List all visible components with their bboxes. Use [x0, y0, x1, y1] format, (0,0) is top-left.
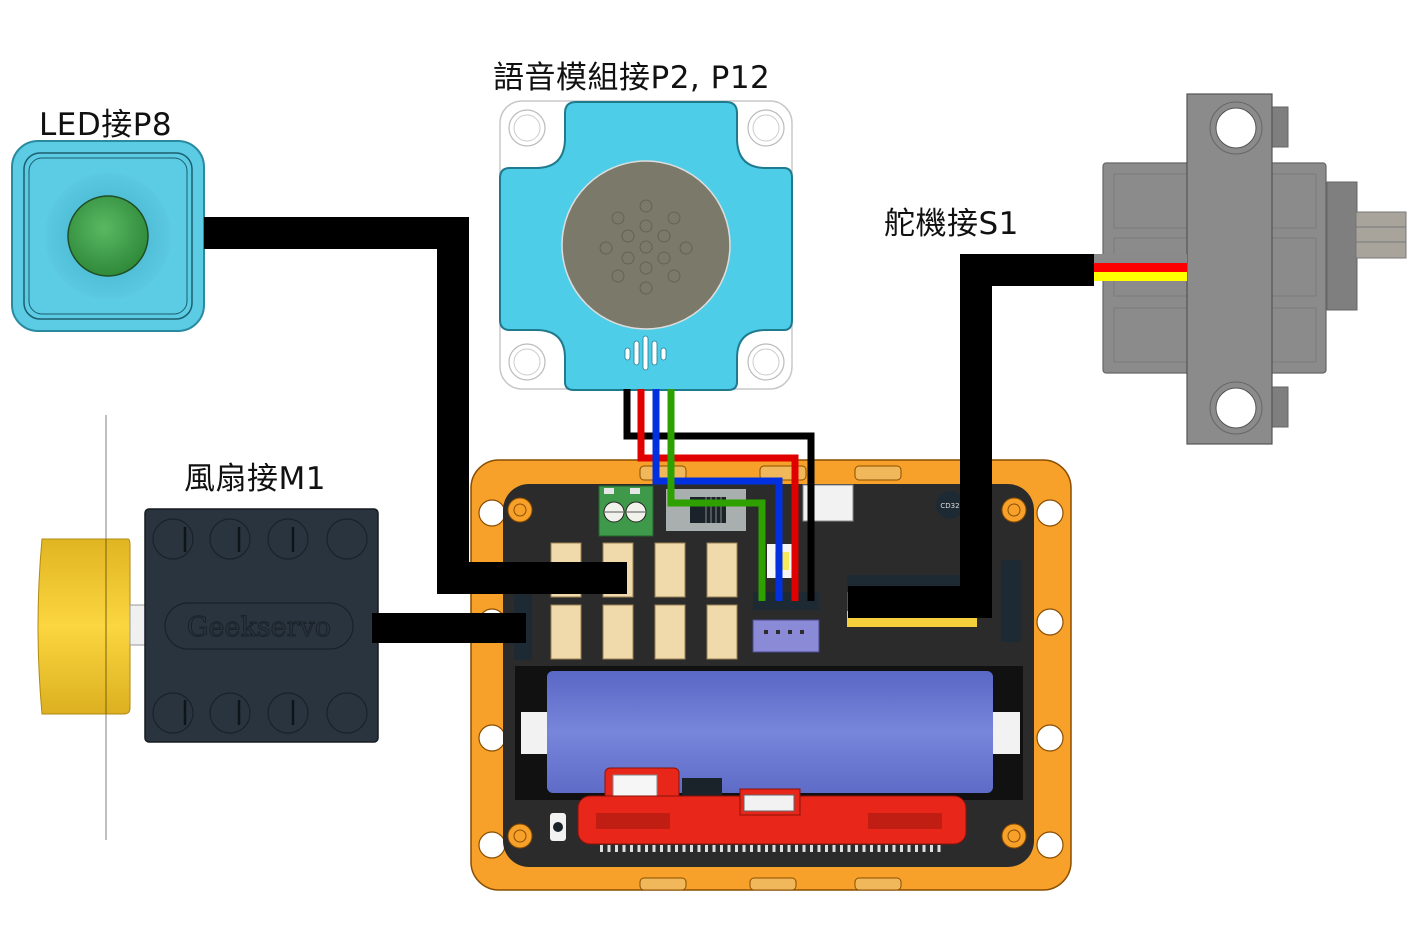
edge-pin: [907, 845, 911, 852]
servo-wire: [848, 254, 1094, 618]
edge-pin: [847, 845, 851, 852]
edge-pin: [892, 845, 896, 852]
edge-pin: [727, 845, 731, 852]
voice-module: [499, 100, 793, 391]
servo-lead: [1093, 254, 1187, 263]
edge-pin: [682, 845, 686, 852]
battery-icon: [547, 671, 993, 793]
edge-pin: [787, 845, 791, 852]
edge-pin: [862, 845, 866, 852]
edge-pin: [885, 845, 888, 852]
servo-motor: [1093, 93, 1407, 445]
edge-pin: [840, 845, 843, 852]
edge-pin: [690, 845, 693, 852]
speaker-icon: [561, 160, 731, 330]
edge-pin: [855, 845, 858, 852]
edge-pin: [652, 845, 656, 852]
jst-port: [706, 604, 738, 660]
voice-wire-signal-2: [667, 389, 766, 601]
fan-wire: [372, 613, 526, 643]
edge-pin: [825, 845, 828, 852]
edge-pin: [810, 845, 813, 852]
edge-pin: [712, 845, 716, 852]
voice-module-label: 語音模組接P2, P12: [493, 60, 771, 96]
servo-lead: [1093, 263, 1187, 272]
jst-port: [550, 604, 582, 660]
jst-port: [602, 604, 634, 660]
jst-port: [706, 542, 738, 598]
edge-pin: [937, 845, 941, 852]
edge-pin: [915, 845, 918, 852]
voice-wire-power: [637, 389, 799, 601]
voice-wires: [623, 389, 815, 601]
edge-pin: [705, 845, 708, 852]
edge-pin: [765, 845, 768, 852]
led-wire: [204, 217, 627, 594]
edge-pin: [660, 845, 663, 852]
edge-pin: [832, 845, 836, 852]
led-bulb-icon: [67, 195, 149, 277]
sound-wave-icon: [624, 335, 667, 371]
edge-pin: [780, 845, 783, 852]
edge-pin: [757, 845, 761, 852]
jst-port: [654, 604, 686, 660]
fan-wheel-icon: [37, 538, 131, 715]
servo-lead: [1093, 272, 1187, 281]
servo-label: 舵機接S1: [884, 206, 1019, 242]
edge-pin: [750, 845, 753, 852]
edge-pin: [645, 845, 648, 852]
jst-port: [654, 542, 686, 598]
edge-pin: [735, 845, 738, 852]
edge-pin: [667, 845, 671, 852]
led-label: LED接P8: [39, 107, 173, 143]
edge-pin: [615, 845, 618, 852]
edge-pin: [607, 845, 611, 852]
edge-pin: [675, 845, 678, 852]
edge-pin: [630, 845, 633, 852]
edge-pin: [622, 845, 626, 852]
led-module: [11, 140, 205, 332]
edge-pin: [870, 845, 873, 852]
fan-motor: Geekservo: [37, 415, 379, 840]
voice-wire-signal-1: [652, 389, 783, 601]
edge-pin: [772, 845, 776, 852]
edge-pin: [802, 845, 806, 852]
edge-pin: [877, 845, 881, 852]
edge-pin: [720, 845, 723, 852]
edge-pin: [795, 845, 798, 852]
edge-pin: [742, 845, 746, 852]
edge-pin: [637, 845, 641, 852]
edge-pin: [600, 845, 603, 852]
fan-label: 風扇接M1: [184, 461, 326, 497]
edge-pin: [922, 845, 926, 852]
edge-pin: [900, 845, 903, 852]
voice-wire-ground: [623, 389, 815, 601]
fan-brand-text: Geekservo: [187, 612, 331, 643]
edge-pin: [817, 845, 821, 852]
edge-pin: [697, 845, 701, 852]
chip-label: CD32: [940, 502, 959, 510]
edge-pin: [930, 845, 933, 852]
